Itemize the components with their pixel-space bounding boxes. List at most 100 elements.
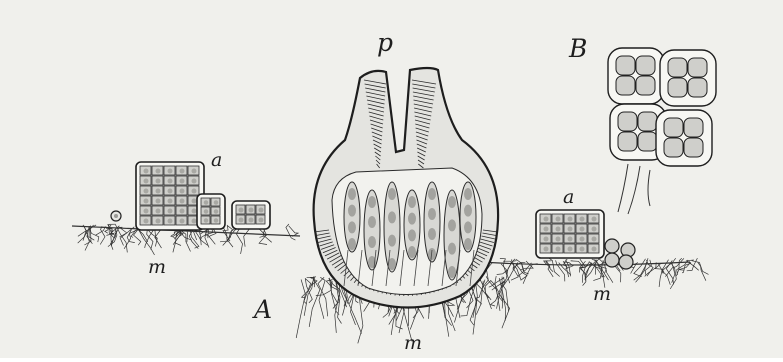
cell-nucleus [556, 247, 561, 252]
tetrad-cell [668, 58, 687, 77]
tetrad-cell [668, 78, 687, 97]
cell-nucleus [592, 227, 597, 232]
ascospore [464, 188, 472, 200]
cell-nucleus [168, 199, 173, 204]
ascospore [348, 238, 356, 250]
tetrad-cell [684, 118, 703, 137]
cell-nucleus [204, 209, 209, 214]
tetrad-sheath [608, 48, 664, 104]
cell-nucleus [544, 217, 549, 222]
cell-nucleus [156, 169, 161, 174]
cell-nucleus [568, 237, 573, 242]
loose-cell [605, 239, 619, 253]
tetrad-sheath [660, 50, 716, 106]
ascospore [448, 243, 456, 255]
ascospore [464, 221, 472, 233]
ascospore [368, 216, 376, 228]
ascospore [408, 196, 416, 208]
cell-nucleus [144, 199, 149, 204]
tetrad-cell [688, 78, 707, 97]
cell-nucleus [168, 219, 173, 224]
cell-nucleus [556, 217, 561, 222]
cell-nucleus [192, 199, 197, 204]
ascospore [388, 188, 396, 200]
cell-nucleus [214, 218, 219, 223]
cell-nucleus [180, 199, 185, 204]
cell-group-small [232, 201, 270, 229]
tetrad-cell [618, 112, 637, 131]
loose-cell [605, 253, 619, 267]
cell-nucleus [180, 169, 185, 174]
cell-nucleus [239, 218, 244, 223]
tetrad-cell [684, 138, 703, 157]
cell-nucleus [580, 237, 585, 242]
cell-nucleus [204, 218, 209, 223]
ascospore [428, 248, 436, 260]
tetrad-cell [636, 76, 655, 95]
cell-nucleus [156, 199, 161, 204]
cell-nucleus [144, 169, 149, 174]
ascospore [428, 188, 436, 200]
tetrad-cell [664, 138, 683, 157]
cell-nucleus [168, 189, 173, 194]
tetrad-cell [664, 118, 683, 137]
cell-nucleus [580, 247, 585, 252]
cell-nucleus [544, 227, 549, 232]
cell-nucleus [144, 179, 149, 184]
ascospore [464, 238, 472, 250]
tetrad-cell [638, 112, 657, 131]
cell-nucleus [156, 189, 161, 194]
cell-nucleus [544, 237, 549, 242]
cell-nucleus [192, 169, 197, 174]
ascospore [408, 229, 416, 241]
loose-cell [619, 255, 633, 269]
ascospore [388, 235, 396, 247]
cell-nucleus [214, 209, 219, 214]
cell-nucleus [192, 209, 197, 214]
cell-nucleus [249, 208, 254, 213]
tetrad-cell [616, 76, 635, 95]
cell-nucleus [580, 217, 585, 222]
ascospore [464, 205, 472, 217]
label-mycelium-left: m [148, 258, 166, 277]
cell-nucleus [556, 237, 561, 242]
label-mycelium-center: m [404, 334, 422, 353]
cell-nucleus [144, 189, 149, 194]
tetrad-cell [636, 56, 655, 75]
ascospore [448, 266, 456, 278]
tetrad-cell [616, 56, 635, 75]
tetrad-cell [638, 132, 657, 151]
cell-nucleus [168, 169, 173, 174]
tetrad-cell [618, 132, 637, 151]
cell-nucleus [568, 227, 573, 232]
cell-nucleus [168, 179, 173, 184]
ascospore [408, 246, 416, 258]
cell-nucleus [214, 200, 219, 205]
spore-core [114, 214, 118, 218]
cell-nucleus [192, 179, 197, 184]
ascospore [448, 219, 456, 231]
cell-nucleus [204, 200, 209, 205]
cell-nucleus [592, 247, 597, 252]
cell-nucleus [592, 237, 597, 242]
ascospore [348, 188, 356, 200]
cell-nucleus [544, 247, 549, 252]
cell-nucleus [144, 219, 149, 224]
label-cell-group-right: a [563, 188, 574, 207]
cell-nucleus [192, 219, 197, 224]
label-figure-b: B [569, 36, 587, 61]
tetrad-sheath [656, 110, 712, 166]
cell-nucleus [556, 227, 561, 232]
cell-nucleus [156, 179, 161, 184]
ascospore [448, 196, 456, 208]
cell-nucleus [249, 218, 254, 223]
cell-nucleus [592, 217, 597, 222]
ascospore [348, 221, 356, 233]
label-cell-group-left: a [211, 151, 222, 170]
cell-nucleus [168, 209, 173, 214]
cell-nucleus [180, 179, 185, 184]
cell-nucleus [180, 209, 185, 214]
cell-nucleus [192, 189, 197, 194]
label-pore: p [377, 30, 393, 55]
